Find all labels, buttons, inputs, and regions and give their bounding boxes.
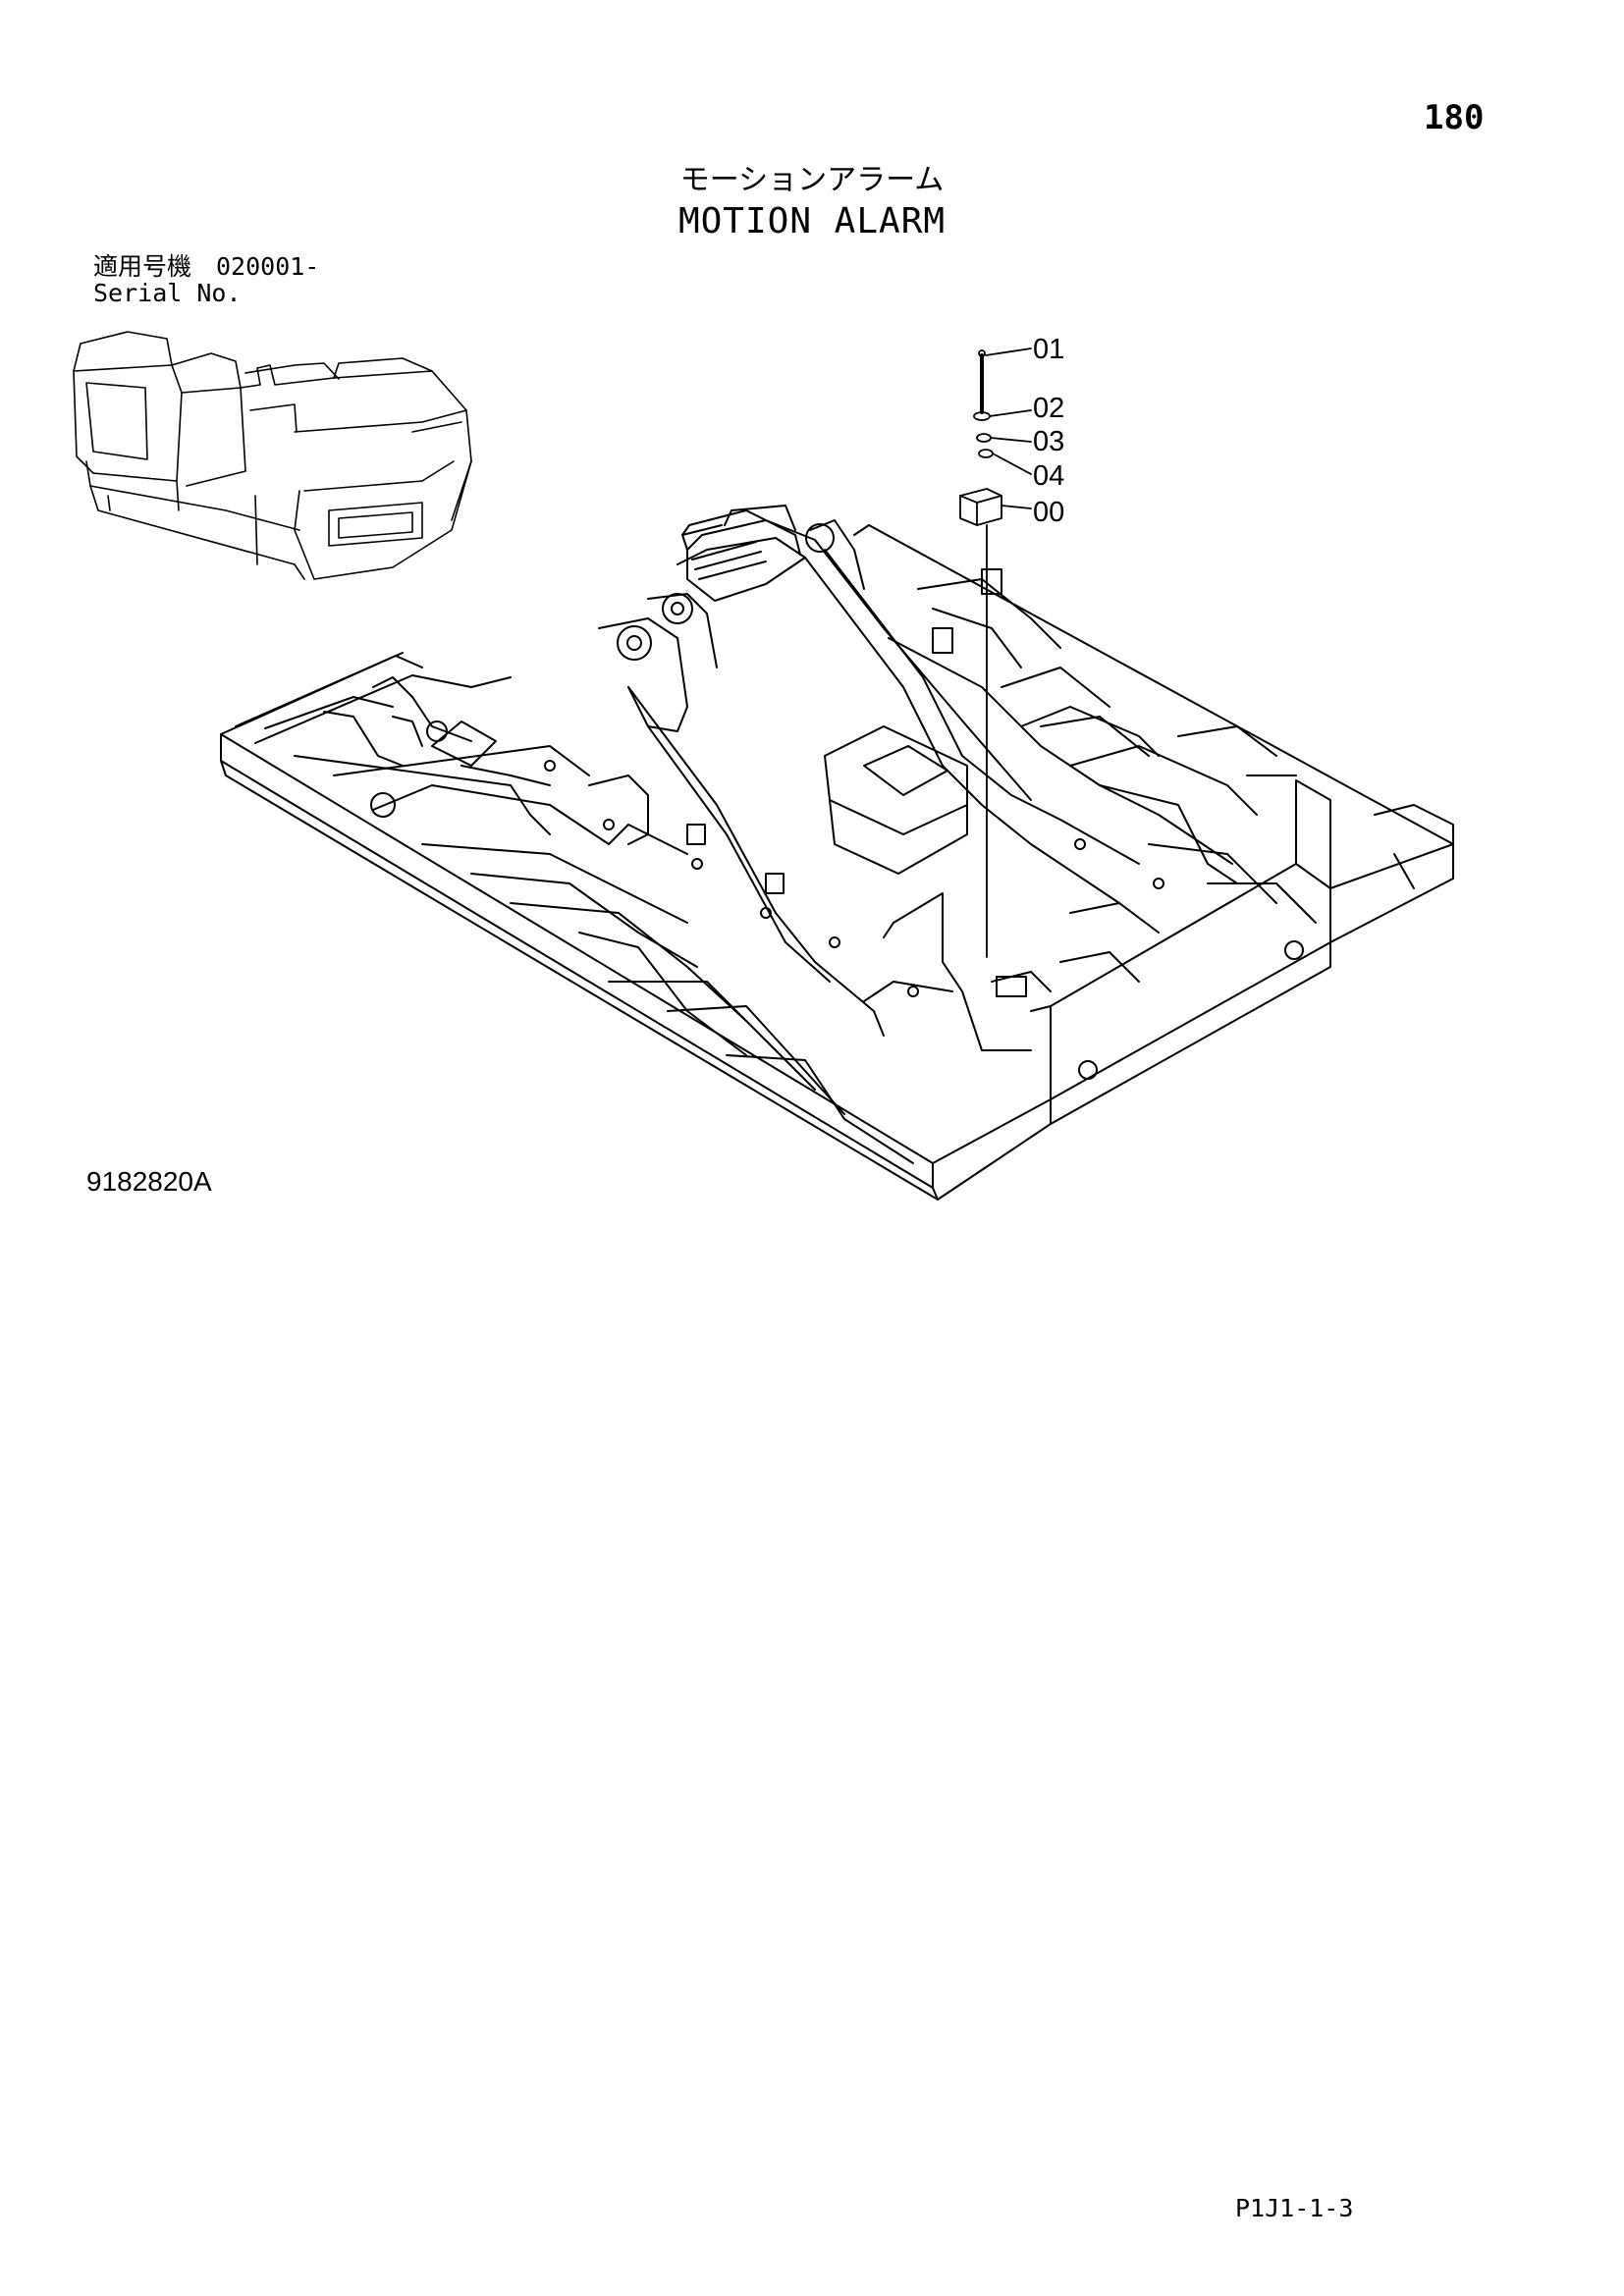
serial-label-japanese: 適用号機 020001- <box>93 252 320 281</box>
serial-block: 適用号機 020001- Serial No. <box>93 253 319 306</box>
motion-alarm-parts <box>959 347 1032 958</box>
upper-frame-drawing <box>220 505 1454 1201</box>
alarm-unit-part <box>959 488 1002 526</box>
title-english: MOTION ALARM <box>677 201 947 241</box>
footer-code: P1J1-1-3 <box>1235 2194 1354 2222</box>
lock-washer-part <box>976 433 992 443</box>
excavator-reference-icon <box>73 331 472 580</box>
leader-line-04 <box>992 453 1032 475</box>
title-japanese: モーションアラーム <box>679 163 945 197</box>
callout-00: 00 <box>1033 497 1064 528</box>
serial-label-english: Serial No. <box>93 279 242 307</box>
page-number: 180 <box>1424 98 1485 137</box>
leader-line-02 <box>989 409 1032 417</box>
drawing-number: 9182820A <box>86 1166 212 1197</box>
nut-part <box>978 449 994 458</box>
callout-02: 02 <box>1033 393 1064 424</box>
leader-line-00 <box>1001 505 1032 509</box>
callout-04: 04 <box>1033 460 1064 492</box>
leader-line-03 <box>990 437 1032 443</box>
callout-03: 03 <box>1033 426 1064 457</box>
leader-line-01 <box>985 347 1032 356</box>
callout-01: 01 <box>1033 334 1064 365</box>
